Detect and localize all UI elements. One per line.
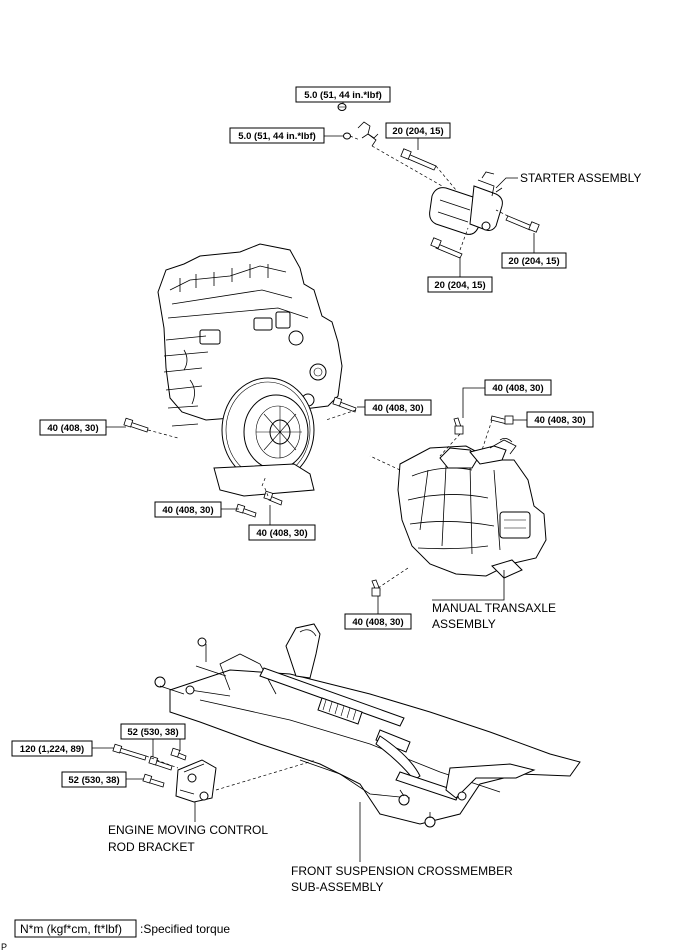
torque-callout-bracket-bolt-upper: 52 (530, 38) — [120, 723, 186, 740]
torque-value: 40 (408, 30) — [352, 617, 403, 628]
engine-moving-control-rod-bracket-drawing — [112, 743, 317, 803]
torque-callout-transaxle-bolt-lower: 40 (408, 30) — [344, 613, 412, 630]
starter-motor-body — [429, 171, 503, 235]
bracket-bolt-upper — [148, 747, 187, 771]
engine-bolt-right — [325, 396, 357, 421]
label-engine-moving-control-line1: ENGINE MOVING CONTROL — [108, 823, 268, 837]
transaxle-bolt-lower — [371, 567, 409, 597]
torque-callout-bracket-bolt-lower: 52 (530, 38) — [61, 771, 127, 788]
torque-unit-legend: N*m (kgf*cm, ft*lbf) :Specified torque — [14, 919, 230, 938]
label-front-suspension-crossmember-line1: FRONT SUSPENSION CROSSMEMBER — [291, 864, 513, 878]
torque-value: 120 (1,224, 89) — [20, 744, 84, 755]
starter-assembly-drawing — [337, 103, 540, 259]
torque-callout-engine-bolt-left: 40 (408, 30) — [39, 419, 107, 436]
torque-value: 52 (530, 38) — [68, 775, 119, 786]
flywheel-clutch — [221, 377, 315, 483]
torque-value: 40 (408, 30) — [256, 528, 307, 539]
torque-callout-starter-bolt-right: 20 (204, 15) — [501, 252, 567, 269]
torque-callout-starter-bolt-lower: 20 (204, 15) — [427, 276, 493, 293]
torque-value: 40 (408, 30) — [372, 403, 423, 414]
engine-bolt-left — [123, 417, 179, 439]
torque-callout-transaxle-bolt-upper-left: 40 (408, 30) — [484, 379, 552, 396]
torque-callout-starter-terminal-nut: 5.0 (51, 44 in.*lbf) — [295, 86, 391, 103]
engine-bolt-bottom-right — [261, 475, 283, 506]
transaxle-bolt-upper-right — [481, 415, 514, 451]
torque-value: 40 (408, 30) — [492, 383, 543, 394]
label-manual-transaxle-line2: ASSEMBLY — [432, 617, 496, 631]
torque-callout-transaxle-bolt-upper-right: 40 (408, 30) — [526, 411, 594, 428]
starter-bolt-upper — [400, 148, 437, 171]
torque-value: 40 (408, 30) — [162, 505, 213, 516]
bracket-bolt-long — [112, 743, 147, 761]
torque-value: 5.0 (51, 44 in.*lbf) — [238, 131, 316, 142]
torque-callout-bracket-bolt-long: 120 (1,224, 89) — [11, 740, 93, 757]
label-engine-moving-control-line2: ROD BRACKET — [108, 840, 195, 854]
torque-callout-engine-bolt-right: 40 (408, 30) — [364, 399, 432, 416]
torque-callout-engine-bolt-bottom-left: 40 (408, 30) — [154, 501, 222, 518]
starter-wire-terminal — [349, 121, 379, 147]
torque-callout-engine-bolt-bottom-right: 40 (408, 30) — [248, 524, 316, 541]
legend-meaning-text: :Specified torque — [140, 922, 230, 936]
torque-value: 40 (408, 30) — [47, 423, 98, 434]
starter-bolt-lower — [430, 237, 463, 259]
torque-value: 52 (530, 38) — [127, 727, 178, 738]
label-manual-transaxle-line1: MANUAL TRANSAXLE — [432, 601, 556, 615]
torque-value: 20 (204, 15) — [508, 256, 559, 267]
bracket-bolt-lower — [142, 773, 165, 788]
manual-transaxle-drawing — [369, 415, 547, 597]
engine-block-drawing — [123, 243, 357, 518]
front-suspension-crossmember-drawing — [154, 623, 581, 828]
torque-value: 20 (204, 15) — [392, 126, 443, 137]
transaxle-bolt-upper-left — [439, 417, 464, 457]
legend-unit-text: N*m (kgf*cm, ft*lbf) — [20, 922, 122, 936]
starter-bolt-right — [505, 215, 540, 233]
torque-callout-starter-wire-nut: 5.0 (51, 44 in.*lbf) — [229, 127, 325, 144]
starter-terminal-nut — [337, 103, 347, 111]
label-starter-assembly: STARTER ASSEMBLY — [520, 171, 641, 185]
label-front-suspension-crossmember-line2: SUB-ASSEMBLY — [291, 880, 383, 894]
torque-callout-starter-bolt-upper: 20 (204, 15) — [385, 122, 451, 139]
torque-value: 40 (408, 30) — [534, 415, 585, 426]
starter-wire-nut — [343, 132, 351, 140]
corner-mark: P — [1, 942, 7, 952]
torque-value: 5.0 (51, 44 in.*lbf) — [304, 90, 382, 101]
steering-gear-assembly — [259, 623, 461, 801]
torque-value: 20 (204, 15) — [434, 280, 485, 291]
engine-bolt-bottom-left — [235, 503, 257, 518]
tie-rod-ends — [154, 637, 436, 828]
